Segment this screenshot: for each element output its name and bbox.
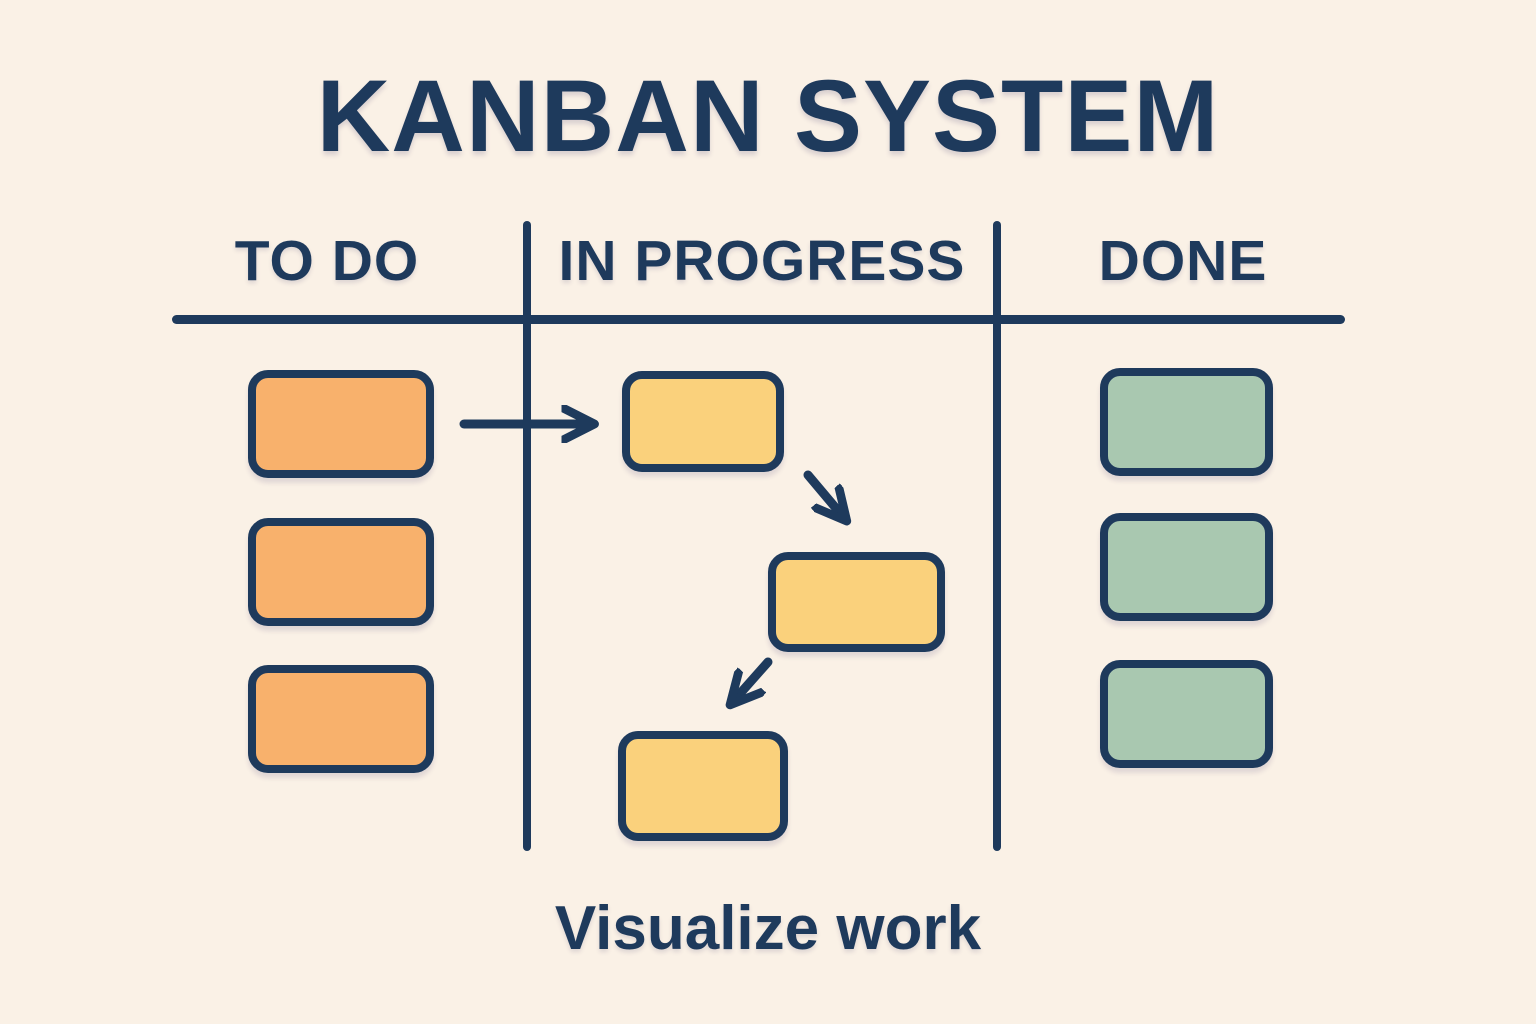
- caption-text: Visualize work: [554, 894, 982, 963]
- todo-card-1: [248, 370, 434, 478]
- done-card-3: [1100, 660, 1273, 768]
- in-progress-card-2: [768, 552, 945, 652]
- column-header-done: DONE: [1098, 229, 1268, 293]
- done-card-2: [1100, 513, 1273, 621]
- page-title: KANBAN SYSTEM: [316, 59, 1220, 173]
- in-progress-card-1: [622, 371, 784, 472]
- arrow-inprogress-step1-icon: [803, 470, 840, 513]
- todo-card-2: [248, 518, 434, 626]
- done-card-1: [1100, 368, 1273, 476]
- arrow-inprogress-step2-icon: [737, 657, 773, 697]
- todo-card-3: [248, 665, 434, 773]
- column-header-in-progress: IN PROGRESS: [558, 229, 966, 293]
- column-divider-line-1: [523, 221, 531, 851]
- column-header-todo: TO DO: [234, 229, 420, 293]
- column-divider-line-2: [993, 221, 1001, 851]
- header-divider-line: [172, 315, 1345, 324]
- in-progress-card-3: [618, 731, 788, 841]
